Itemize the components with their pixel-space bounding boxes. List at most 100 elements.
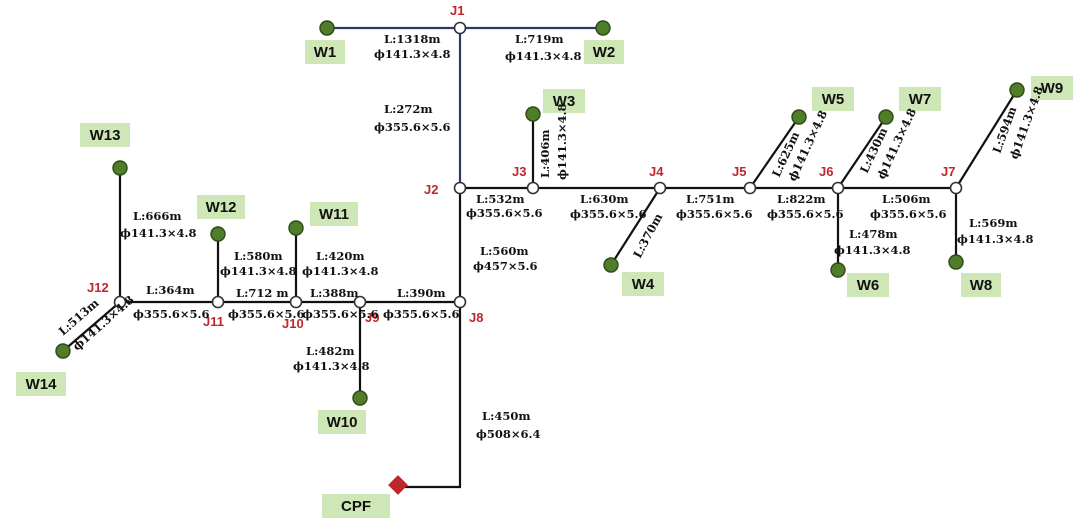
junction-node-j5[interactable] [743,181,757,195]
well-label-w10[interactable]: W10 [327,414,358,431]
well-node-w1[interactable] [319,20,335,36]
cpf-label[interactable]: CPF [341,498,371,515]
well-node-w9[interactable] [1009,82,1025,98]
well-label-w1[interactable]: W1 [314,44,337,61]
pipe-j5-w5 [749,116,800,189]
well-node-w5[interactable] [791,109,807,125]
pipe-length-j10-w11: L:420m [316,249,365,263]
pipe-dia-j3-j4: ϕ355.6×5.6 [570,207,646,221]
pipe-dia-j10-w11: ϕ141.3×4.8 [302,264,378,278]
cpf-label-box [322,494,390,518]
pipes [62,26,1018,489]
well-node-w11[interactable] [288,220,304,236]
well-label-w5[interactable]: W5 [822,91,845,108]
well-label-box-w7 [899,87,941,111]
pipe-length-j1-j2: L:272m [384,102,433,116]
well-node-w12[interactable] [210,226,226,242]
pipe-j8-cpf [404,302,462,489]
junction-node-j11[interactable] [211,295,225,309]
well-label-box-w5 [812,87,854,111]
pipe-length-j6-w6: L:478m [849,227,898,241]
pipe-dia-j1-j2: ϕ355.6×5.6 [374,120,450,134]
junction-node-j2[interactable] [453,181,467,195]
junction-node-j8[interactable] [453,295,467,309]
well-label-w6[interactable]: W6 [857,277,880,294]
junction-node-j7[interactable] [949,181,963,195]
well-nodes [55,20,1025,406]
junction-node-j4[interactable] [653,181,667,195]
pipe-length-j9-w10: L:482m [306,344,355,358]
well-label-w3[interactable]: W3 [553,93,576,110]
well-label-box-w9 [1031,76,1073,100]
junction-node-j12[interactable] [113,295,127,309]
junction-node-j1[interactable] [453,21,467,35]
well-label-box-w14 [16,372,66,396]
well-label-box-w6 [847,273,889,297]
pipe-dia-j3-w3: ϕ141.3×4.8 [555,104,569,180]
junction-node-j10[interactable] [289,295,303,309]
well-label-box-w8 [961,273,1001,297]
pipe-dia-j5-j6: ϕ355.6×5.6 [767,207,843,221]
well-node-w6[interactable] [830,262,846,278]
well-node-w8[interactable] [948,254,964,270]
pipe-length-j9-j8: L:390m [397,286,446,300]
pipe-dia-j12-w13: ϕ141.3×4.8 [120,226,196,240]
junction-node-j6[interactable] [831,181,845,195]
junction-label-j6: J6 [819,164,833,179]
pipe-dia-j11-w12: ϕ141.3×4.8 [220,264,296,278]
well-label-w9[interactable]: W9 [1041,80,1064,97]
well-label-w2[interactable]: W2 [593,44,616,61]
pipe-dia-w1-j1: ϕ141.3×4.8 [374,47,450,61]
well-label-w12[interactable]: W12 [206,199,237,216]
pipe-dia-j9-j8: ϕ355.6×5.6 [383,307,459,321]
well-label-box-w1 [305,40,345,64]
well-node-w3[interactable] [525,106,541,122]
junction-label-j9: J9 [365,310,379,325]
pipe-length-j12-w13: L:666m [133,209,182,223]
well-label-box-w3 [543,89,585,113]
pipe-dia-j1-w2: ϕ141.3×4.8 [505,49,581,63]
pipe-length-j2-j3: L:532m [476,192,525,206]
well-node-w10[interactable] [352,390,368,406]
junction-node-j3[interactable] [526,181,540,195]
junction-label-j7: J7 [941,164,955,179]
cpf-diamond-icon[interactable] [388,475,408,495]
well-node-w7[interactable] [878,109,894,125]
junction-label-j8: J8 [469,310,483,325]
pipe-j6-w7 [837,116,887,189]
pipe-length-j5-j6: L:822m [777,192,826,206]
pipe-length-w1-j1: L:1318m [384,32,441,46]
pipe-j7-w9 [955,89,1018,189]
junction-label-j12: J12 [87,280,109,295]
well-label-w13[interactable]: W13 [90,127,121,144]
junction-node-j9[interactable] [353,295,367,309]
pipe-length-j1-w2: L:719m [515,32,564,46]
pipe-length-j7-w8: L:569m [969,216,1018,230]
pipe-dia-j7-w8: ϕ141.3×4.8 [957,232,1033,246]
pipe-length-j6-j7: L:506m [882,192,931,206]
well-label-w7[interactable]: W7 [909,91,932,108]
junction-nodes [113,21,963,309]
pipe-length-j12-j11: L:364m [146,283,195,297]
well-node-w4[interactable] [603,257,619,273]
pipe-length-j3-w3: L:406m [538,129,552,178]
well-label-box-w4 [622,272,664,296]
well-label-w11[interactable]: W11 [319,206,349,223]
well-label-w14[interactable]: W14 [26,376,58,393]
well-node-w14[interactable] [55,343,71,359]
junction-label-j1: J1 [450,3,464,18]
pipe-length-j10-j9: L:388m [310,286,359,300]
pipe-dia-j2-j8: ϕ457×5.6 [473,259,537,273]
junction-label-j4: J4 [649,164,664,179]
well-label-w4[interactable]: W4 [632,276,655,293]
well-node-w13[interactable] [112,160,128,176]
pipe-length-j11-w12: L:580m [234,249,283,263]
well-label-w8[interactable]: W8 [970,277,993,294]
well-node-w2[interactable] [595,20,611,36]
pipe-length-j11-j10: L:712 m [236,286,289,300]
pipe-dia-j2-j3: ϕ355.6×5.6 [466,206,542,220]
junction-labels: J1 J2 J3 J4 J5 J6 J7 J8 J9 J10 J11 J12 [87,3,955,331]
pipe-dia-j11-j10: ϕ355.6×5.6 [228,307,304,321]
pipe-dia-j12-j11: ϕ355.6×5.6 [133,307,209,321]
